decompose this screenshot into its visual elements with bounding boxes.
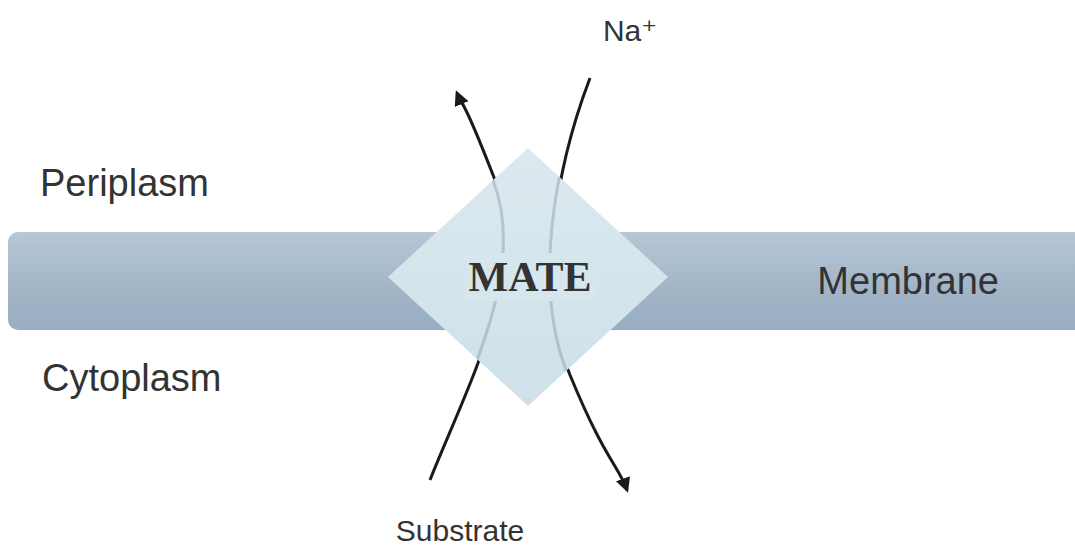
protein-name: MATE xyxy=(465,253,596,301)
transporter-diamond: MATE xyxy=(388,148,673,406)
compartment-label: Periplasm xyxy=(40,162,209,205)
compartment-label: Cytoplasm xyxy=(42,357,222,400)
substrate-label: Substrate xyxy=(396,514,524,548)
ion-label: Na⁺ xyxy=(603,13,657,48)
diamond-shape xyxy=(388,148,668,406)
membrane-label: Membrane xyxy=(813,260,1003,303)
